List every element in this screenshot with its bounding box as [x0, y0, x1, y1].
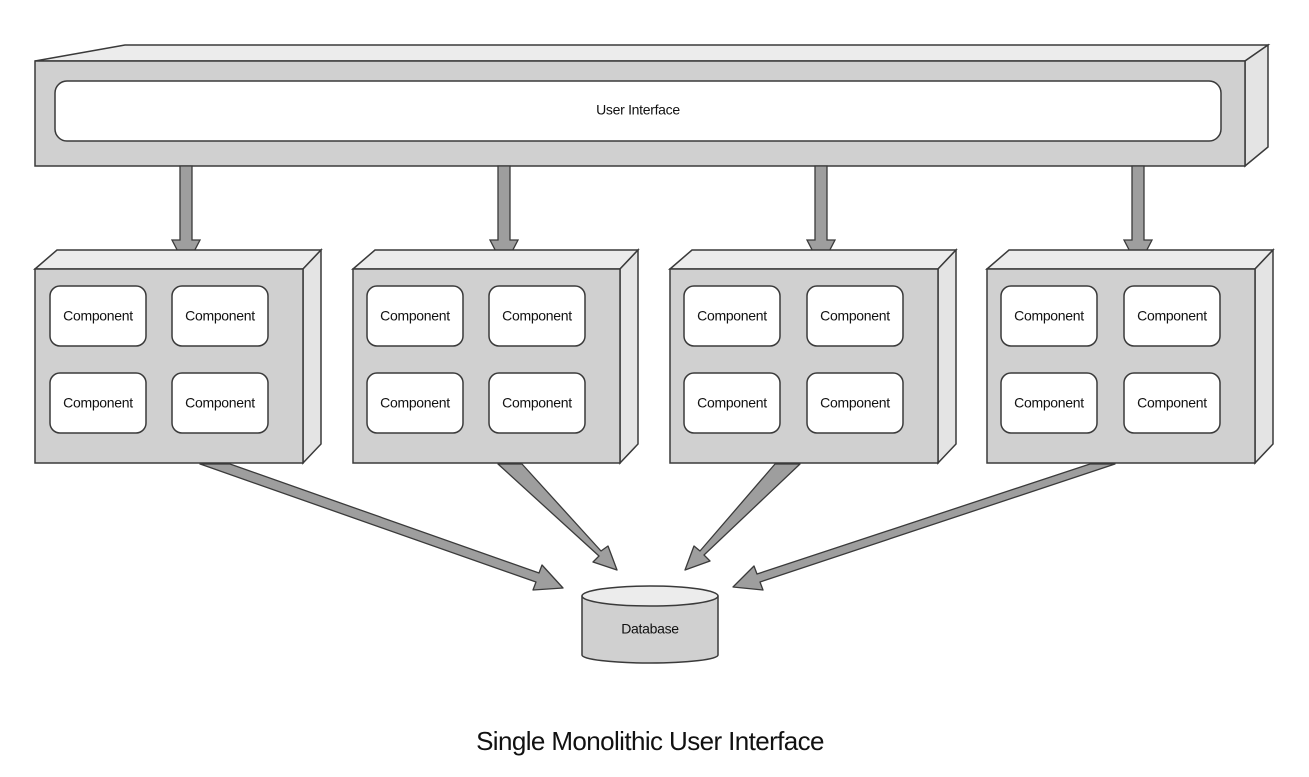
component-card	[806, 285, 904, 347]
component-label: Component	[1014, 395, 1084, 411]
db-arrow-4	[732, 463, 1116, 591]
component-card	[171, 285, 269, 347]
component-card	[49, 285, 147, 347]
ui-bar-label: User Interface	[596, 102, 680, 118]
component-card	[683, 285, 781, 347]
component-card	[488, 372, 586, 434]
component-card	[49, 372, 147, 434]
user-interface-bar: User Interface	[34, 43, 1271, 168]
database-label: Database	[621, 621, 679, 637]
component-card	[171, 372, 269, 434]
service-to-database-arrows	[199, 463, 1116, 591]
ui-bar-side-face	[1244, 43, 1269, 168]
service-box-4: Component Component Component Component	[984, 248, 1275, 465]
component-label: Component	[1137, 308, 1207, 324]
database-top	[581, 585, 719, 607]
component-label: Component	[63, 395, 133, 411]
component-label: Component	[380, 395, 450, 411]
component-label: Component	[502, 395, 572, 411]
component-card	[806, 372, 904, 434]
db-arrow-3	[684, 463, 801, 571]
db-arrow-1	[199, 463, 564, 591]
component-label: Component	[1137, 395, 1207, 411]
ui-bar-top-face	[34, 44, 1271, 62]
service-box-2-top-face	[350, 249, 640, 270]
component-card	[488, 285, 586, 347]
service-box-1-side-face	[302, 248, 322, 465]
component-card	[1123, 285, 1221, 347]
component-label: Component	[185, 395, 255, 411]
ui-bar-inner-panel	[54, 80, 1222, 142]
component-label: Component	[820, 395, 890, 411]
component-label: Component	[1014, 308, 1084, 324]
diagram-caption: Single Monolithic User Interface	[476, 726, 824, 756]
component-label: Component	[697, 395, 767, 411]
component-card	[683, 372, 781, 434]
ui-to-service-arrows	[170, 165, 1154, 269]
component-label: Component	[63, 308, 133, 324]
database-cylinder: Database	[581, 585, 719, 664]
service-box-3-top-face	[667, 249, 958, 270]
component-card	[366, 285, 464, 347]
db-arrow-2	[497, 463, 618, 571]
component-label: Component	[502, 308, 572, 324]
service-box-1-top-face	[32, 249, 323, 270]
component-card	[1000, 285, 1098, 347]
service-box-2: Component Component Component Component	[350, 248, 640, 465]
component-card	[1000, 372, 1098, 434]
component-label: Component	[820, 308, 890, 324]
service-box-2-side-face	[619, 248, 639, 465]
database-body	[581, 596, 719, 664]
component-card	[366, 372, 464, 434]
service-box-1: Component Component Component Component	[32, 248, 323, 465]
service-box-3: Component Component Component Component	[667, 248, 958, 465]
component-label: Component	[697, 308, 767, 324]
component-label: Component	[185, 308, 255, 324]
service-box-4-side-face	[1254, 248, 1274, 465]
service-box-3-side-face	[937, 248, 957, 465]
service-box-4-top-face	[984, 249, 1275, 270]
component-card	[1123, 372, 1221, 434]
component-label: Component	[380, 308, 450, 324]
